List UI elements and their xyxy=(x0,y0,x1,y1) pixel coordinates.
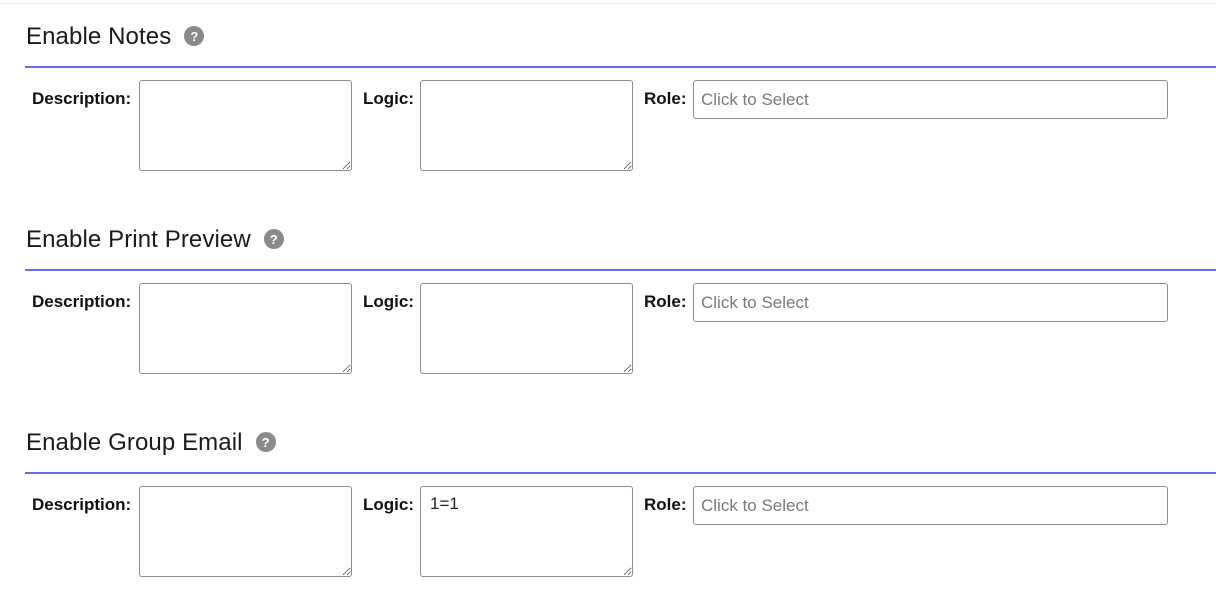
logic-textarea[interactable]: 1=1 xyxy=(420,486,633,577)
question-circle-icon[interactable]: ? xyxy=(255,432,276,452)
description-label: Description: xyxy=(32,89,132,108)
section-header: Enable Group Email ? xyxy=(26,427,276,459)
section-enable-print-preview: Enable Print Preview ? Description: Logi… xyxy=(0,203,1216,406)
section-enable-group-email: Enable Group Email ? Description: Logic:… xyxy=(0,406,1216,609)
logic-label: Logic: xyxy=(363,495,414,514)
role-select[interactable] xyxy=(693,80,1168,119)
section-header: Enable Notes ? xyxy=(26,21,205,53)
description-label: Description: xyxy=(32,495,132,514)
section-divider xyxy=(25,269,1216,271)
description-label: Description: xyxy=(32,292,132,311)
section-title: Enable Notes xyxy=(26,23,172,50)
section-enable-notes: Enable Notes ? Description: Logic: Role: xyxy=(0,0,1216,203)
section-divider xyxy=(25,472,1216,474)
description-textarea[interactable] xyxy=(139,80,352,171)
role-label: Role: xyxy=(644,89,687,108)
role-label: Role: xyxy=(644,292,687,311)
role-label: Role: xyxy=(644,495,687,514)
section-header: Enable Print Preview ? xyxy=(26,224,284,256)
description-textarea[interactable] xyxy=(139,486,352,577)
section-title: Enable Print Preview xyxy=(26,226,251,253)
role-select[interactable] xyxy=(693,486,1168,525)
logic-textarea[interactable] xyxy=(420,283,633,374)
section-divider xyxy=(25,66,1216,68)
description-textarea[interactable] xyxy=(139,283,352,374)
logic-label: Logic: xyxy=(363,292,414,311)
top-border xyxy=(0,3,1216,4)
section-title: Enable Group Email xyxy=(26,429,243,456)
role-select[interactable] xyxy=(693,283,1168,322)
logic-label: Logic: xyxy=(363,89,414,108)
question-circle-icon[interactable]: ? xyxy=(184,26,205,46)
logic-textarea[interactable] xyxy=(420,80,633,171)
question-circle-icon[interactable]: ? xyxy=(263,229,284,249)
